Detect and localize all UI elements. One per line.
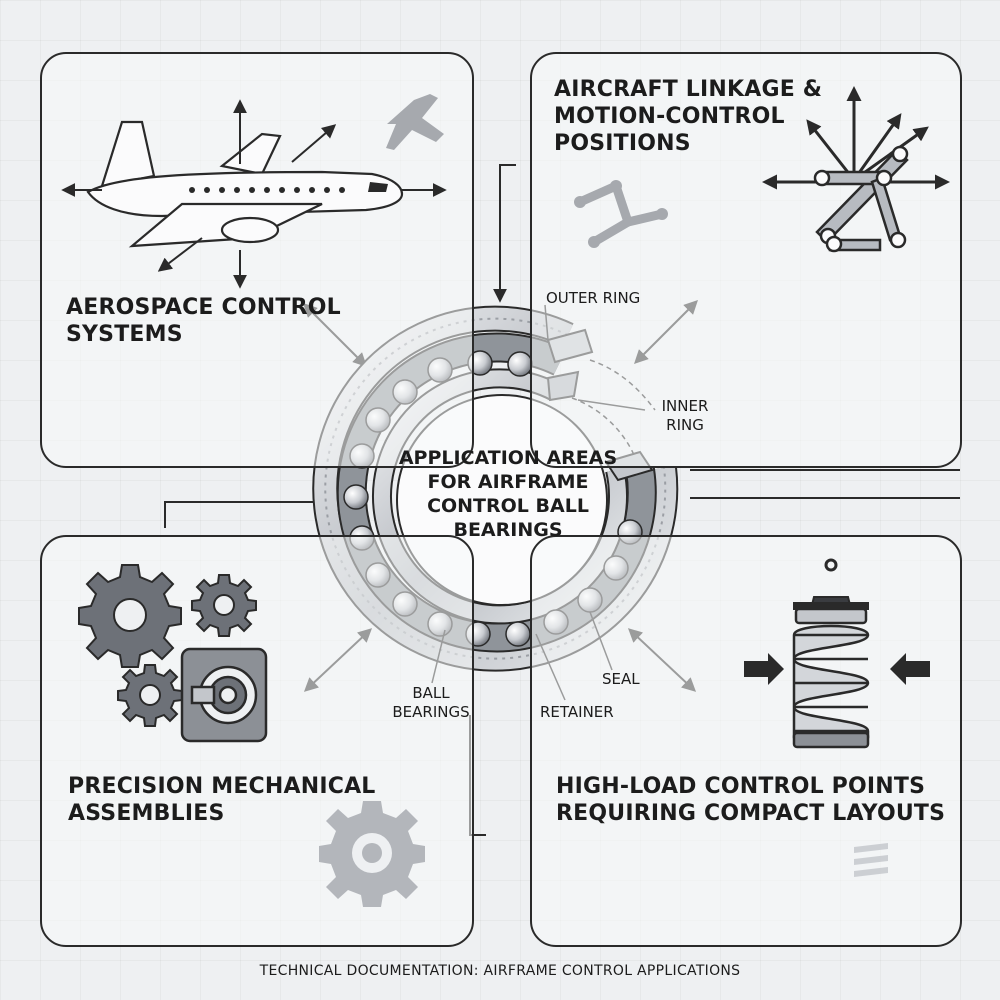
panel-high-load-control-points: HIGH-LOAD CONTROL POINTS REQUIRING COMPA… bbox=[530, 535, 962, 947]
label-ball-bearings: BALL BEARINGS bbox=[392, 684, 470, 721]
connector-top bbox=[493, 164, 516, 303]
label-seal: SEAL bbox=[602, 670, 640, 688]
label-outer-ring: OUTER RING bbox=[546, 289, 641, 307]
panel-title-high-load: HIGH-LOAD CONTROL POINTS REQUIRING COMPA… bbox=[556, 774, 946, 826]
airplane-icon bbox=[61, 94, 447, 289]
gear-ghost-icon bbox=[319, 801, 425, 907]
airplane-ghost-icon bbox=[386, 94, 444, 150]
panel-precision-mechanical: PRECISION MECHANICAL ASSEMBLIES bbox=[40, 535, 474, 947]
label-inner-ring: INNER RING bbox=[661, 397, 709, 434]
panel-title-precision: PRECISION MECHANICAL ASSEMBLIES bbox=[68, 774, 376, 826]
label-retainer: RETAINER bbox=[540, 703, 614, 721]
footer-caption: TECHNICAL DOCUMENTATION: AIRFRAME CONTRO… bbox=[259, 963, 741, 979]
center-title: APPLICATION AREAS FOR AIRFRAME CONTROL B… bbox=[398, 447, 618, 541]
panel-aerospace-control-systems: AEROSPACE CONTROL SYSTEMS bbox=[40, 52, 474, 468]
connector-left bbox=[164, 495, 333, 528]
linkage-ghost-icon bbox=[575, 181, 667, 247]
linkage-icon bbox=[762, 86, 950, 253]
panel-title-aerospace: AEROSPACE CONTROL SYSTEMS bbox=[66, 295, 341, 347]
compression-spring-icon bbox=[744, 558, 930, 877]
gear-cluster-icon bbox=[78, 564, 425, 907]
panel-title-linkage: AIRCRAFT LINKAGE & MOTION-CONTROL POSITI… bbox=[554, 77, 823, 156]
panel-linkage-motion-control: AIRCRAFT LINKAGE & MOTION-CONTROL POSITI… bbox=[530, 52, 962, 468]
